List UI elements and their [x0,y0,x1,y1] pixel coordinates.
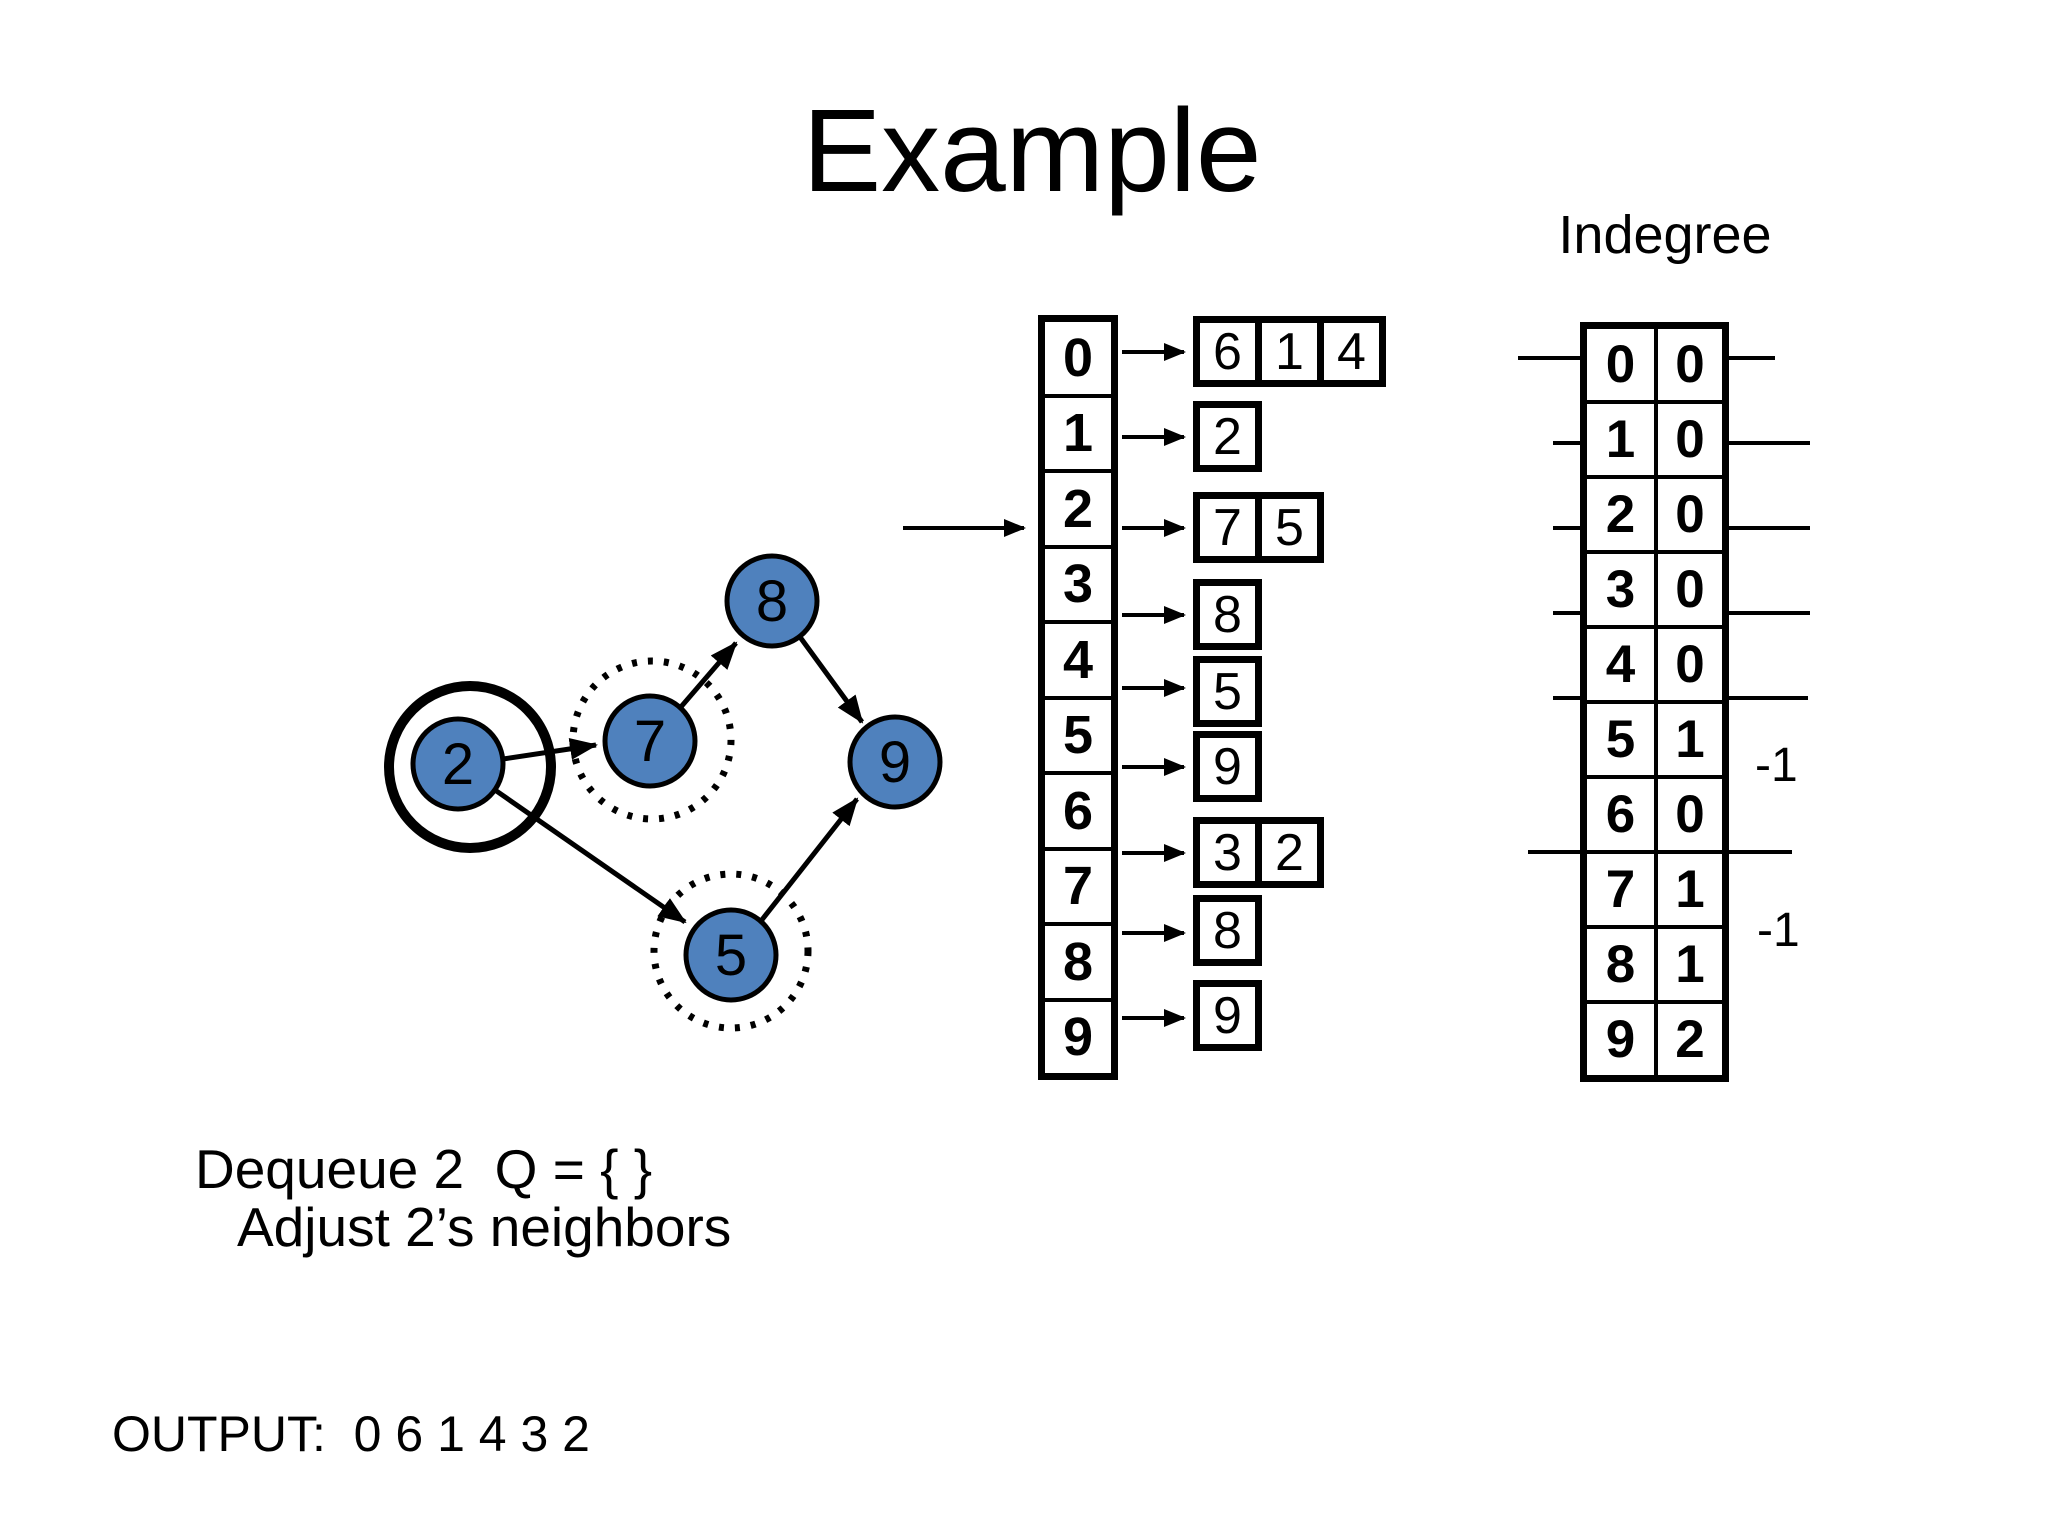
edge-7-8 [678,641,738,710]
indegree-row-2: 2 0 [1587,475,1722,550]
indegree-value-cell: 0 [1654,479,1722,550]
adjacency-vertex-array: 0 1 2 3 4 5 6 7 8 9 [1038,315,1118,1080]
vertex-cell-8: 8 [1045,922,1111,998]
vertex-cell-2: 2 [1045,469,1111,545]
node-5-circle [683,907,779,1003]
node-7-label: 7 [634,709,666,774]
indegree-vertex-cell: 6 [1605,785,1636,844]
list-box-6: 3 2 [1193,817,1324,888]
indegree-value-cell: 1 [1654,704,1722,775]
indegree-table: 0 0 1 0 2 0 3 0 4 0 5 1 6 0 7 1 [1580,322,1729,1082]
vertex-cell-9: 9 [1045,997,1111,1074]
indegree-row-6: 6 0 [1587,775,1722,850]
vertex-cell-4: 4 [1045,620,1111,696]
node-2-label: 2 [442,732,474,797]
indegree-value-cell: 2 [1654,1004,1722,1075]
list-cell: 9 [1193,980,1262,1051]
vertex-cell-5: 5 [1045,695,1111,772]
indegree-vertex-cell: 3 [1605,560,1636,619]
vertex-cell-6: 6 [1045,771,1111,847]
vertex-cell-3: 3 [1045,544,1111,621]
list-box-0: 6 1 4 [1193,316,1386,387]
edge-2-7 [502,737,598,762]
indegree-value-cell: 1 [1654,929,1722,1000]
indegree-value-cell: 0 [1654,629,1722,700]
list-cell: 9 [1193,731,1262,802]
vertex-cell-1: 1 [1045,393,1111,470]
indegree-value-cell: 0 [1654,329,1722,400]
dequeued-ring-around-2 [384,681,556,853]
indegree-row-1: 1 0 [1587,400,1722,475]
status-line-dequeue: Dequeue 2 Q = { } [195,1138,653,1200]
indegree-row-9: 9 2 [1587,1000,1722,1075]
indegree-value-cell: 1 [1654,854,1722,925]
list-cell: 4 [1317,316,1386,387]
list-box-5: 9 [1193,731,1262,802]
indegree-decrement-note-7: -1 [1757,904,1800,957]
node-8-label: 8 [756,569,788,634]
indegree-row-3: 3 0 [1587,550,1722,625]
node-5-label: 5 [715,923,747,988]
indegree-vertex-cell: 1 [1605,410,1636,469]
node-8-circle [724,553,820,649]
list-box-8: 9 [1193,980,1262,1051]
indegree-vertex-cell: 2 [1605,485,1636,544]
indegree-value-cell: 0 [1654,779,1722,850]
node-9-circle [847,714,943,810]
edge-2-5 [493,787,687,925]
list-cell: 5 [1193,656,1262,727]
list-cell: 1 [1255,316,1324,387]
list-cell: 2 [1193,401,1262,472]
dotted-ring-around-5 [650,870,812,1032]
node-7-circle [602,693,698,789]
list-box-7: 8 [1193,895,1262,966]
list-cell: 8 [1193,895,1262,966]
list-cell: 2 [1255,817,1324,888]
indegree-title: Indegree [1558,205,1772,265]
edge-5-9 [759,797,859,923]
node-9-label: 9 [879,730,911,795]
dotted-ring-around-7 [569,657,735,823]
indegree-vertex-cell: 5 [1605,710,1636,769]
edge-8-9 [797,635,865,724]
status-line-adjust: Adjust 2’s neighbors [237,1196,732,1258]
list-cell: 8 [1193,579,1262,650]
list-cell: 7 [1193,492,1262,563]
indegree-vertex-cell: 7 [1605,860,1636,919]
indegree-row-8: 8 1 [1587,925,1722,1000]
indegree-row-5: 5 1 [1587,700,1722,775]
indegree-value-cell: 0 [1654,554,1722,625]
list-box-2: 7 5 [1193,492,1324,563]
list-cell: 5 [1255,492,1324,563]
indegree-value-cell: 0 [1654,404,1722,475]
indegree-vertex-cell: 9 [1605,1010,1636,1069]
indegree-row-0: 0 0 [1587,329,1722,400]
indegree-vertex-cell: 8 [1605,935,1636,994]
vertex-cell-7: 7 [1045,846,1111,923]
indegree-decrement-note-5: -1 [1755,739,1798,792]
list-box-3: 8 [1193,579,1262,650]
list-cell: 3 [1193,817,1262,888]
indegree-vertex-cell: 0 [1605,335,1636,394]
indegree-row-4: 4 0 [1587,625,1722,700]
list-box-1: 2 [1193,401,1262,472]
node-2-circle [410,716,506,812]
page-title: Example [802,85,1262,217]
vertex-cell-0: 0 [1062,327,1094,388]
output-line: OUTPUT: 0 6 1 4 3 2 [112,1406,590,1462]
list-box-4: 5 [1193,656,1262,727]
indegree-vertex-cell: 4 [1605,635,1636,694]
list-cell: 6 [1193,316,1262,387]
indegree-row-7: 7 1 [1587,850,1722,925]
